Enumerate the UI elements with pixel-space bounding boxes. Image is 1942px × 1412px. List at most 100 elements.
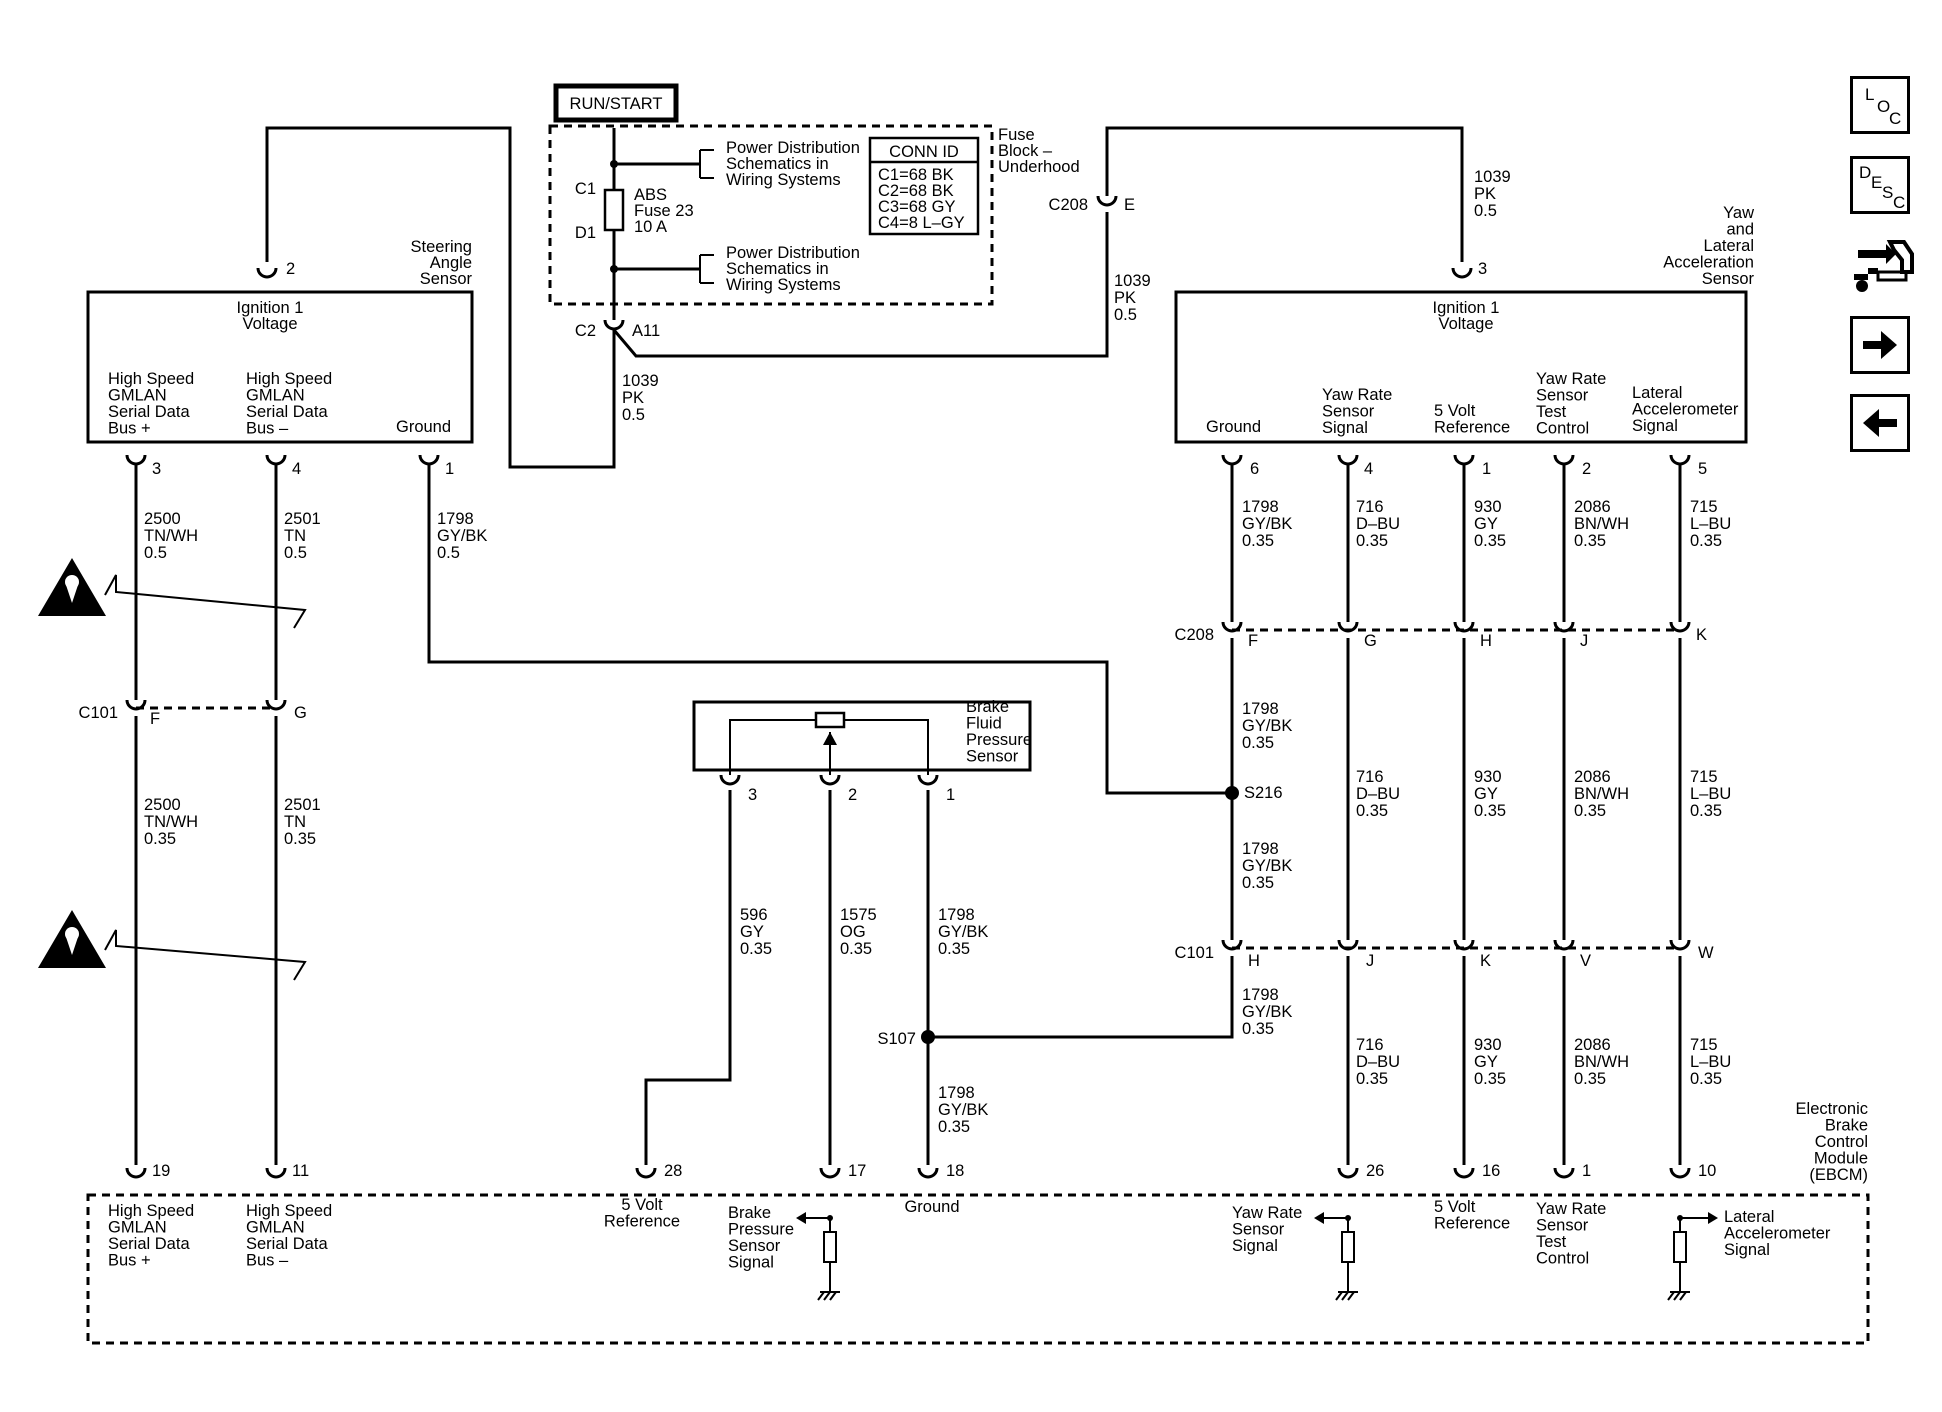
conn-id-title: CONN ID	[889, 143, 959, 161]
loc-letter: C	[1889, 109, 1902, 128]
c208-row-id: C208	[1175, 626, 1214, 644]
c208-pin: G	[1364, 632, 1377, 650]
ebcm-pin: 17	[848, 1162, 866, 1180]
wires	[134, 126, 1682, 1165]
fuse-d1-label: D1	[575, 224, 596, 242]
previous-page-button[interactable]	[1850, 394, 1910, 452]
yaw-pin-ign: 3	[1478, 260, 1487, 278]
steering-pin-ground: 1	[445, 460, 454, 478]
splice-s107-label: S107	[877, 1030, 916, 1048]
ebcm-pin: 18	[946, 1162, 964, 1180]
steering-angle-sensor-box	[86, 290, 474, 444]
twisted-pair-mark-1	[104, 574, 307, 629]
ebcm-pin: 10	[1698, 1162, 1716, 1180]
ebcm-pin: 11	[292, 1162, 309, 1180]
c101-right-pin: J	[1366, 952, 1374, 970]
c101-right-pin: K	[1480, 952, 1491, 970]
yaw-pin: 4	[1364, 460, 1373, 478]
yaw-pin: 1	[1482, 460, 1491, 478]
loc-letter: L	[1865, 85, 1875, 104]
location-button[interactable]: L O C	[1850, 76, 1910, 134]
yaw-ground-label: Ground	[1206, 418, 1261, 436]
steering-pin-ign: 2	[286, 260, 295, 278]
fuse-c2-label: C2	[575, 322, 596, 340]
c101-right-id: C101	[1175, 944, 1214, 962]
next-page-button[interactable]	[1850, 316, 1910, 374]
ebcm-pin: 16	[1482, 1162, 1500, 1180]
yaw-sensor-box	[1174, 290, 1748, 444]
fuse-c1-label: C1	[575, 180, 596, 198]
conn-id-box	[868, 136, 980, 236]
yaw-pin: 5	[1698, 460, 1707, 478]
yaw-pin: 6	[1250, 460, 1259, 478]
ebcm-ground-label: Ground	[904, 1198, 959, 1216]
twisted-pair-mark-2	[104, 929, 307, 981]
c208-pin: F	[1248, 632, 1258, 650]
ebcm-pin: 1	[1582, 1162, 1591, 1180]
description-button[interactable]: D E S C	[1850, 156, 1910, 214]
brake-fluid-sensor-box	[692, 700, 1032, 772]
brake-sensor-pin: 2	[848, 786, 857, 804]
run-start-badge	[553, 83, 679, 123]
brake-sensor-pin: 1	[946, 786, 955, 804]
fuse-a11-label: A11	[632, 322, 660, 340]
caution-icon	[38, 910, 106, 968]
c101-left-pin: F	[150, 710, 160, 728]
splice-s216	[1225, 786, 1239, 800]
ebcm-pin: 26	[1366, 1162, 1384, 1180]
connector-tools-icon[interactable]	[1850, 236, 1914, 298]
c208-top-id: C208	[1049, 196, 1088, 214]
c208-pin: J	[1580, 632, 1588, 650]
fuse-symbol	[603, 188, 625, 232]
ebcm-internal	[796, 1212, 1718, 1301]
arrow-left-icon	[1863, 409, 1897, 437]
yaw-pin: 2	[1582, 460, 1591, 478]
desc-letter: D	[1859, 163, 1872, 182]
ebcm-pin: 19	[152, 1162, 170, 1180]
steering-pin-minus: 4	[292, 460, 301, 478]
splice-s216-label: S216	[1244, 784, 1283, 802]
loc-letter: O	[1877, 97, 1891, 116]
c101-right-pin: V	[1580, 952, 1591, 970]
steering-ground-label: Ground	[396, 418, 451, 436]
